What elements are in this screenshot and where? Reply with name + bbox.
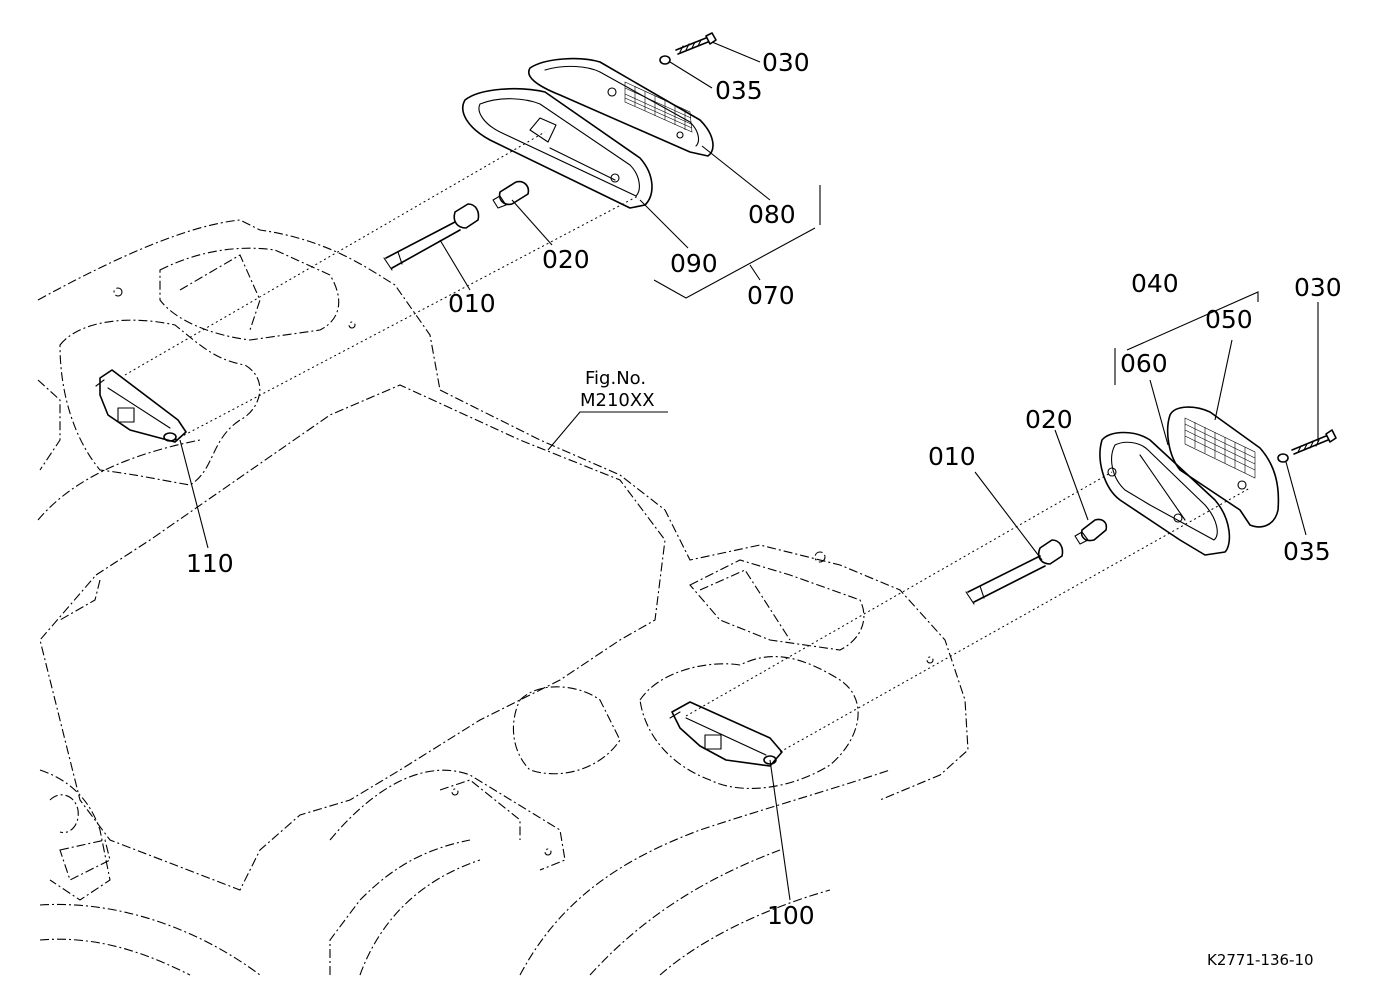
callout-labels: 030 035 080 090 070 020 010 040 030 050 …: [186, 48, 1342, 930]
tractor-body-outline: [37, 219, 969, 976]
callout-070: 070: [747, 281, 795, 310]
lamp-bracket-right: [669, 701, 783, 767]
assembly-axis-lines: [124, 131, 1251, 753]
lamp-bracket-left: [95, 369, 187, 443]
callout-090: 090: [670, 249, 718, 278]
callout-050: 050: [1205, 305, 1253, 334]
callout-020-right: 020: [1025, 405, 1073, 434]
lamp-assembly-top: [383, 32, 717, 271]
callout-020-top: 020: [542, 245, 590, 274]
lamp-assembly-right: [965, 406, 1337, 605]
figure-ref-line1: Fig.No.: [585, 368, 646, 389]
figure-ref-line2: M210XX: [580, 390, 655, 411]
callout-010-top: 010: [448, 289, 496, 318]
callout-030-top: 030: [762, 48, 810, 77]
callout-040: 040: [1131, 269, 1179, 298]
callout-100: 100: [767, 901, 815, 930]
callout-030-right: 030: [1294, 273, 1342, 302]
figure-reference: Fig.No. M210XX: [580, 368, 655, 411]
callout-035-right: 035: [1283, 537, 1331, 566]
callout-080: 080: [748, 200, 796, 229]
callout-035-top: 035: [715, 76, 763, 105]
leader-lines: [179, 41, 1319, 901]
callout-110: 110: [186, 549, 234, 578]
callout-010-right: 010: [928, 442, 976, 471]
drawing-code: K2771-136-10: [1207, 951, 1314, 969]
callout-060: 060: [1120, 349, 1168, 378]
